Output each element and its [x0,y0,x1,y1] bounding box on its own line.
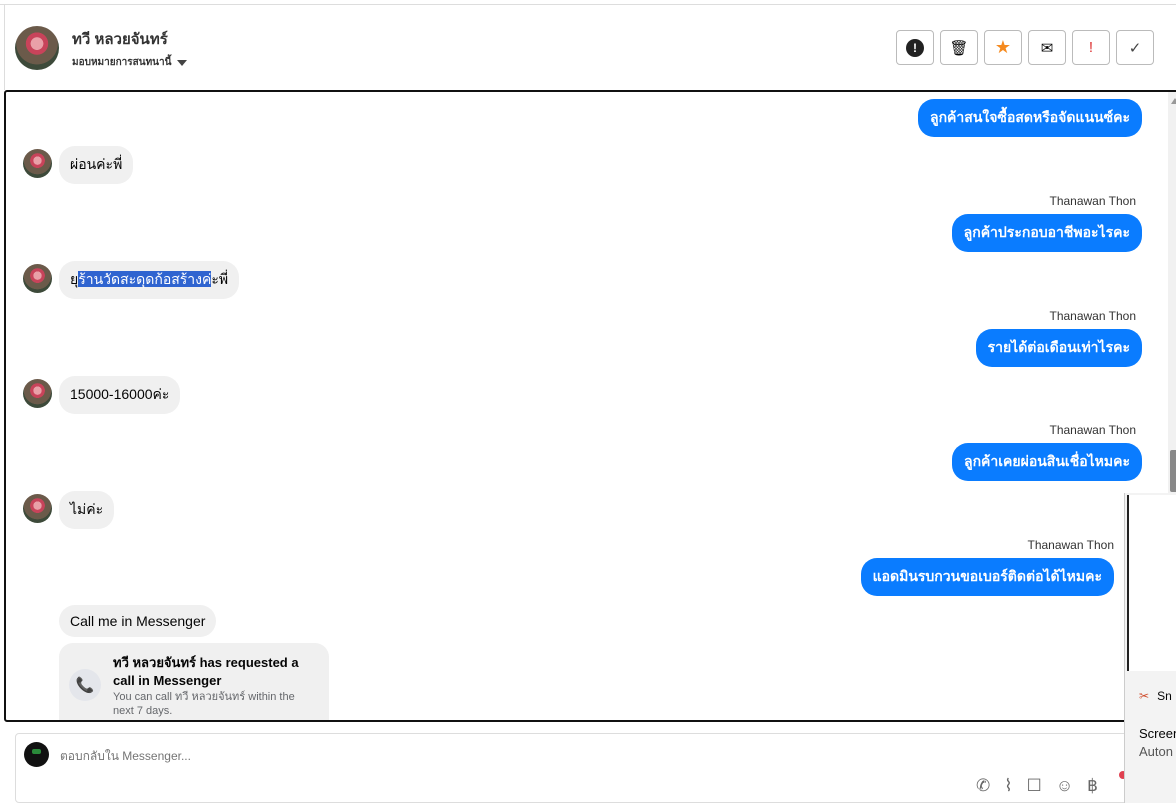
sender-name: Thanawan Thon [1049,309,1136,323]
page-avatar [24,742,49,767]
scrollbar-thumb[interactable] [1170,450,1176,492]
reply-composer: ✆ ⌇ ☐ ☺ ฿ [15,733,1135,803]
chat-bubble-icon[interactable]: ☐ [1026,776,1042,795]
paperclip-icon[interactable]: ⌇ [1004,776,1013,795]
outgoing-message: ลูกค้าสนใจซื้อสดหรือจัดแนนซ์คะ [918,99,1142,137]
emoji-icon[interactable]: ☺ [1055,776,1074,795]
snip-app-row: ✂ Sn [1139,689,1172,703]
check-icon: ✓ [1128,39,1142,57]
notification-dot [1119,771,1127,779]
contact-avatar-small [23,264,52,293]
conversation-actions: ! 🗑 ★ ✉ ! ✓ [896,30,1154,65]
sender-name: Thanawan Thon [1027,538,1114,552]
incoming-message: Call me in Messenger [59,605,217,637]
outgoing-message: รายได้ต่อเดือนเท่าไรคะ [975,329,1142,367]
outgoing-message: ลูกค้าประกอบอาชีพอะไรคะ [951,214,1142,252]
contact-name: ทวี หลวยจันทร์ [72,31,168,48]
call-request-title: ทวี หลวยจันทร์ has requested a call in M… [113,655,299,688]
important-button[interactable]: ! [1072,30,1110,65]
star-icon: ★ [994,37,1012,57]
outgoing-message: แอดมินรบกวนขอเบอร์ติดต่อได้ไหมคะ [860,558,1114,596]
assign-conversation-dropdown[interactable]: มอบหมายการสนทนานี้ [72,55,188,70]
sender-name: Thanawan Thon [1049,194,1136,208]
scroll-up-icon[interactable] [1171,98,1176,104]
composer-tools: ✆ ⌇ ☐ ☺ ฿ [976,776,1098,796]
sender-name: Thanawan Thon [1049,423,1136,437]
incoming-message: ไม่ค่ะ [59,491,115,529]
contact-avatar-small [23,494,52,523]
message-text: ่ะพี่ [211,271,229,287]
message-text: ยุ [70,271,79,287]
snip-app-name: Sn [1157,689,1172,703]
message-thread[interactable]: ลูกค้าสนใจซื้อสดหรือจัดแนนซ์คะ ผ่อนค่ะพี… [4,90,1176,722]
mark-unread-button[interactable]: ✉ [1028,30,1066,65]
done-button[interactable]: ✓ [1116,30,1154,65]
star-button[interactable]: ★ [984,30,1022,65]
scissors-icon: ✂ [1139,689,1150,703]
contact-avatar[interactable] [15,26,59,70]
spam-button[interactable]: ! [896,30,934,65]
envelope-icon: ✉ [1040,39,1054,57]
call-request-card: 📞 ทวี หลวยจันทร์ has requested a call in… [59,643,329,720]
exclamation-circle-icon: ! [906,38,924,57]
outgoing-message: ลูกค้าเคยผ่อนสินเชื่อไหมคะ [951,443,1142,481]
scrollbar[interactable] [1168,92,1176,720]
caret-down-icon [177,59,188,66]
contact-avatar-small [23,379,52,408]
left-divider [4,4,5,90]
phone-icon: 📞 [69,669,101,701]
contact-avatar-small [23,149,52,178]
reply-input[interactable] [60,749,960,763]
phone-icon[interactable]: ✆ [976,776,991,795]
exclamation-icon: ! [1088,39,1094,56]
assign-label: มอบหมายการสนทนานี้ [72,57,172,68]
baht-icon[interactable]: ฿ [1087,776,1098,795]
delete-button[interactable]: 🗑 [940,30,978,65]
snip-title: Screen [1139,726,1176,741]
selected-text: ร้านวัดสะดุดก้อสร้างค [78,271,212,287]
top-divider [0,4,1176,5]
screenshot-preview[interactable] [1127,495,1176,671]
trash-icon: 🗑 [949,39,969,57]
call-request-subtitle: You can call ทวี หลวยจันทร์ within the n… [113,691,295,717]
snip-subtitle: Auton [1139,744,1173,759]
incoming-message: ผ่อนค่ะพี่ [59,146,134,184]
incoming-message: 15000-16000ค่ะ [59,376,181,414]
snipping-tool-notification[interactable]: ✂ Sn Screen Auton [1124,493,1176,803]
incoming-message: ยุร้านวัดสะดุดก้อสร้างค่ะพี่ [59,261,240,299]
